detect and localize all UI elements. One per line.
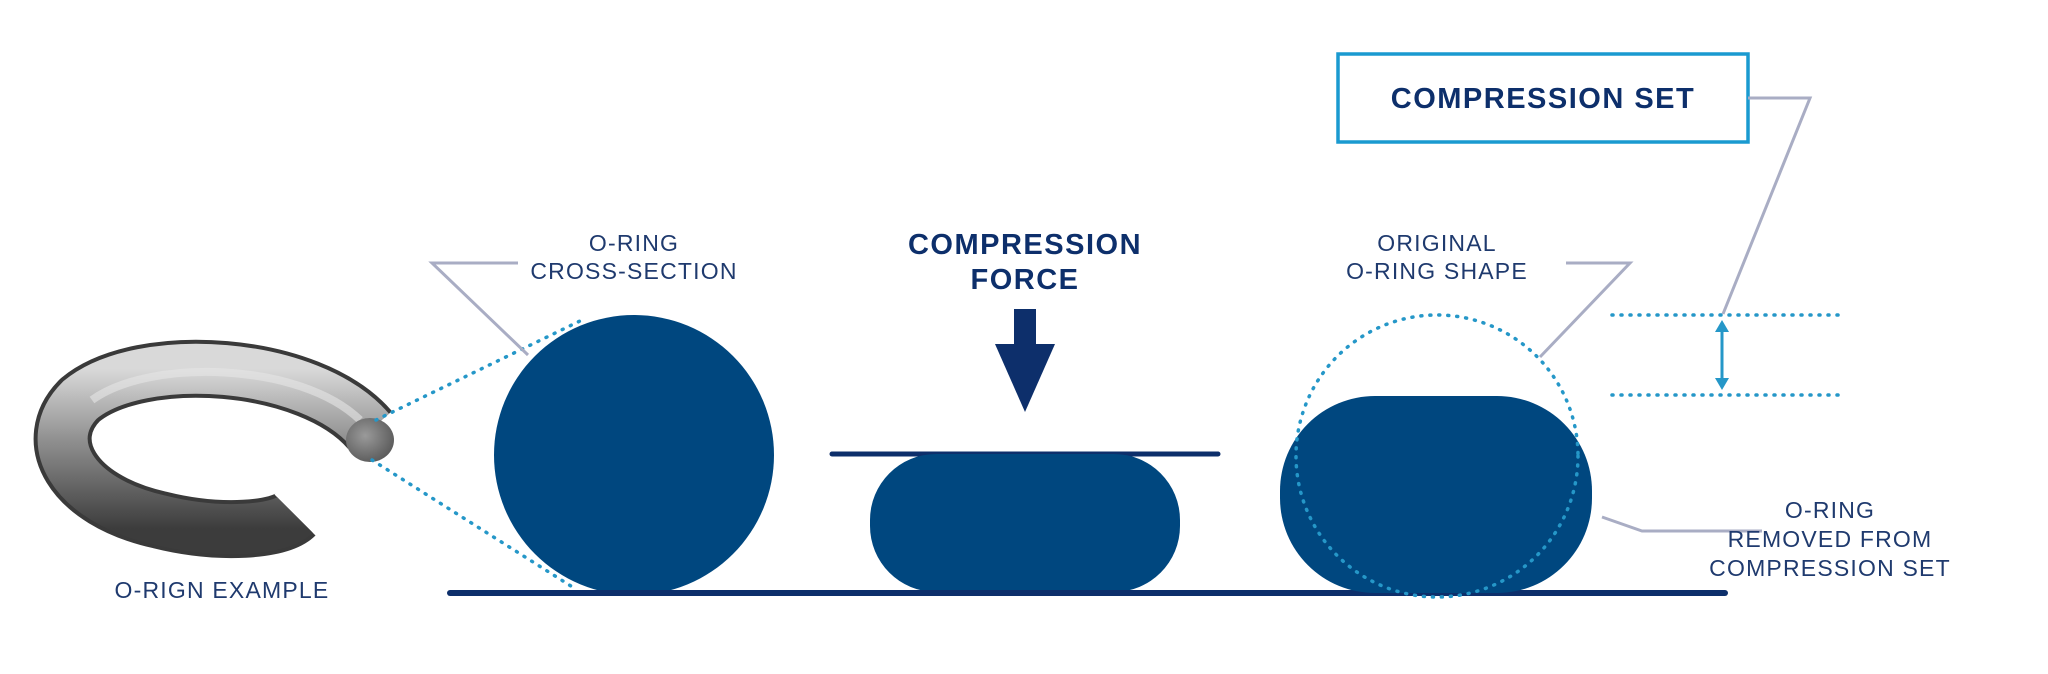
original-shape-label-line1: ORIGINAL [1377, 230, 1497, 256]
zoom-line-top [374, 318, 584, 422]
removed-label-line1: O-RING [1785, 497, 1875, 523]
oring-example-illustration [33, 339, 394, 559]
down-arrow-icon [995, 309, 1055, 412]
removed-label-line2: REMOVED FROM [1728, 526, 1933, 552]
oring-cut-face [346, 418, 394, 462]
zoom-line-bottom [370, 458, 576, 590]
removed-label-line3: COMPRESSION SET [1709, 555, 1951, 581]
compression-force-label-line1: COMPRESSION [908, 229, 1142, 261]
cross-section-label-line2: CROSS-SECTION [530, 258, 737, 284]
cross-section-leader [428, 261, 530, 357]
double-arrow-icon [1715, 320, 1729, 390]
compression-set-leader [1721, 96, 1813, 315]
original-shape-leader [1538, 261, 1634, 359]
removed-oring-shape [1280, 396, 1592, 593]
compressed-oring-shape [870, 454, 1180, 592]
compression-set-box [1336, 52, 1750, 144]
oring-cross-section-circle [494, 315, 774, 595]
removed-oring-leader [1601, 515, 1762, 533]
compression-set-title: COMPRESSION SET [1391, 83, 1696, 115]
cross-section-label-line1: O-RING [589, 230, 679, 256]
compression-force-label-line2: FORCE [971, 264, 1080, 296]
original-oring-outline [1294, 313, 1580, 599]
original-shape-label-line2: O-RING SHAPE [1346, 258, 1528, 284]
oring-example-label: O-RIGN EXAMPLE [115, 577, 330, 603]
